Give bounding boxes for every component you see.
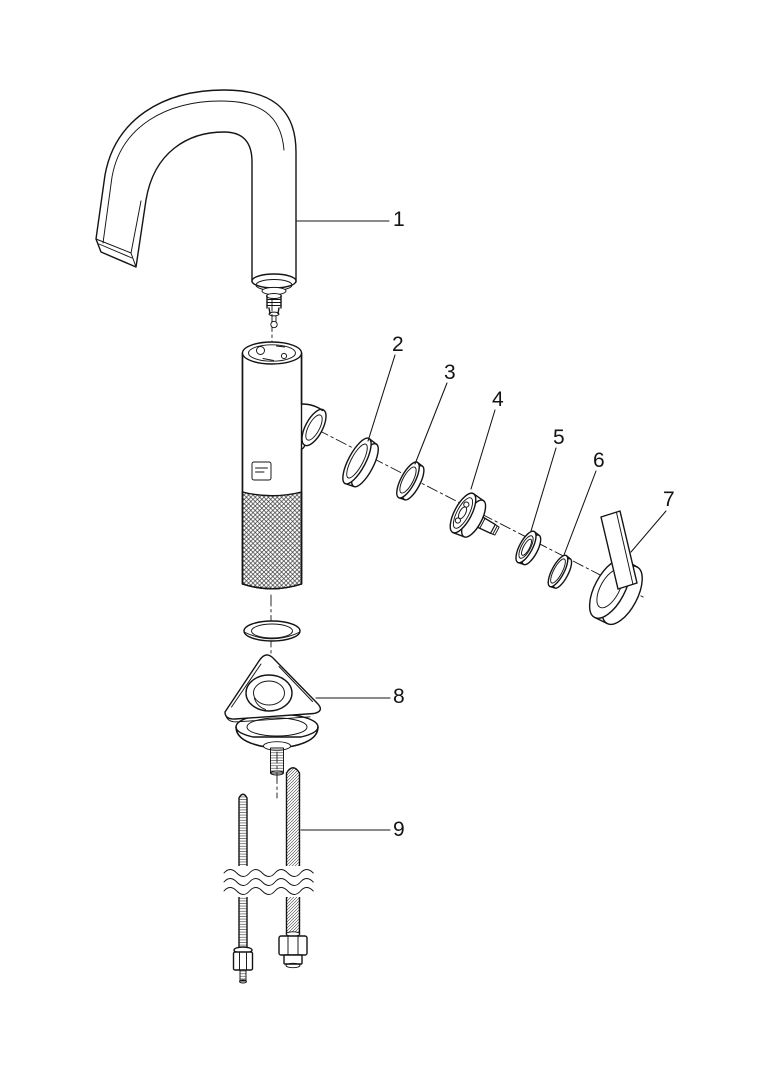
trim-ring [342, 437, 379, 488]
base-gasket [243, 620, 301, 642]
leader-line-6 [563, 470, 597, 556]
supply-hoses [221, 767, 323, 984]
callout-label-9: 9 [393, 818, 405, 841]
leader-line-7 [630, 510, 667, 553]
callout-label-6: 6 [593, 449, 605, 472]
break-lines [221, 866, 323, 897]
callout-label-7: 7 [663, 488, 675, 511]
leader-line-5 [530, 447, 557, 532]
cartridge [449, 492, 500, 538]
spacer-ring [396, 461, 425, 501]
callout-label-3: 3 [444, 361, 456, 384]
hose-end-fitting [278, 931, 308, 969]
callout-label-4: 4 [492, 388, 504, 411]
spout [95, 89, 297, 329]
rod-end-nut [232, 946, 254, 984]
flexible-hose [285, 767, 301, 935]
mounting-flange [235, 713, 319, 776]
retaining-ring [515, 530, 542, 566]
leader-line-4 [470, 409, 496, 490]
mounting-bracket [224, 654, 322, 723]
spout-check-valve [266, 293, 282, 329]
flange-threaded-stub [270, 747, 284, 774]
lever-handle [588, 510, 643, 626]
callout-label-2: 2 [392, 333, 404, 356]
center-axis-line [270, 299, 646, 799]
leader-lines [296, 220, 667, 831]
brand-plate [251, 461, 272, 481]
knurled-section [241, 491, 303, 590]
callout-label-1: 1 [393, 208, 405, 231]
cover-ring [547, 554, 573, 589]
callout-label-8: 8 [393, 685, 405, 708]
callout-label-5: 5 [553, 426, 565, 449]
leader-line-3 [414, 382, 448, 465]
leader-line-2 [367, 354, 396, 442]
faucet-body [241, 341, 327, 590]
